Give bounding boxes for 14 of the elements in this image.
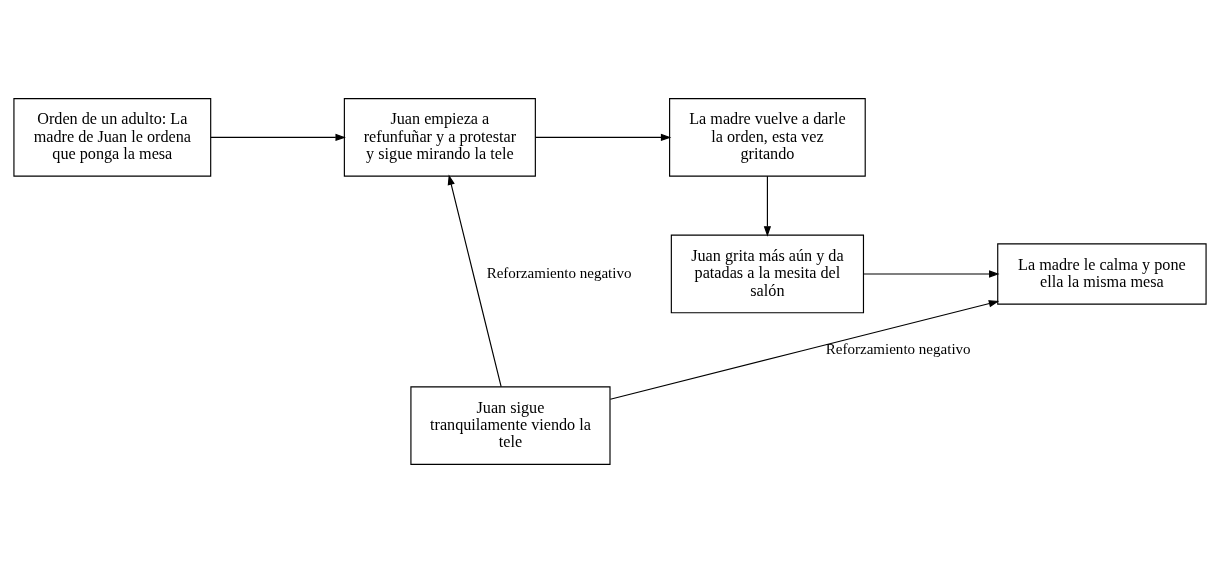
arrow xyxy=(447,174,502,387)
arrow xyxy=(609,299,1000,400)
arrow xyxy=(210,133,346,141)
edge-label: Reforzamiento negativo xyxy=(486,264,632,281)
node-box: Juan sigue tranquilamente viendo la tele xyxy=(410,385,611,465)
arrow xyxy=(863,269,1000,278)
node-box: Orden de un adulto: La madre de Juan le ordena que ponga la mesa xyxy=(13,97,212,177)
node-box: La madre vuelve a darle la orden, esta vez gritando xyxy=(669,97,866,177)
arrow xyxy=(534,133,672,141)
edge-label: Reforzamiento negativo xyxy=(825,340,971,357)
node-box: Juan grita más aún y da patadas a la mesita del salón xyxy=(670,234,865,313)
node-box: Juan empieza a refunfuñar y a protestar y sigue mirando la tele xyxy=(343,97,536,177)
node-box: La madre le calma y pone ella la misma mesa xyxy=(997,242,1207,305)
arrow xyxy=(763,175,772,237)
